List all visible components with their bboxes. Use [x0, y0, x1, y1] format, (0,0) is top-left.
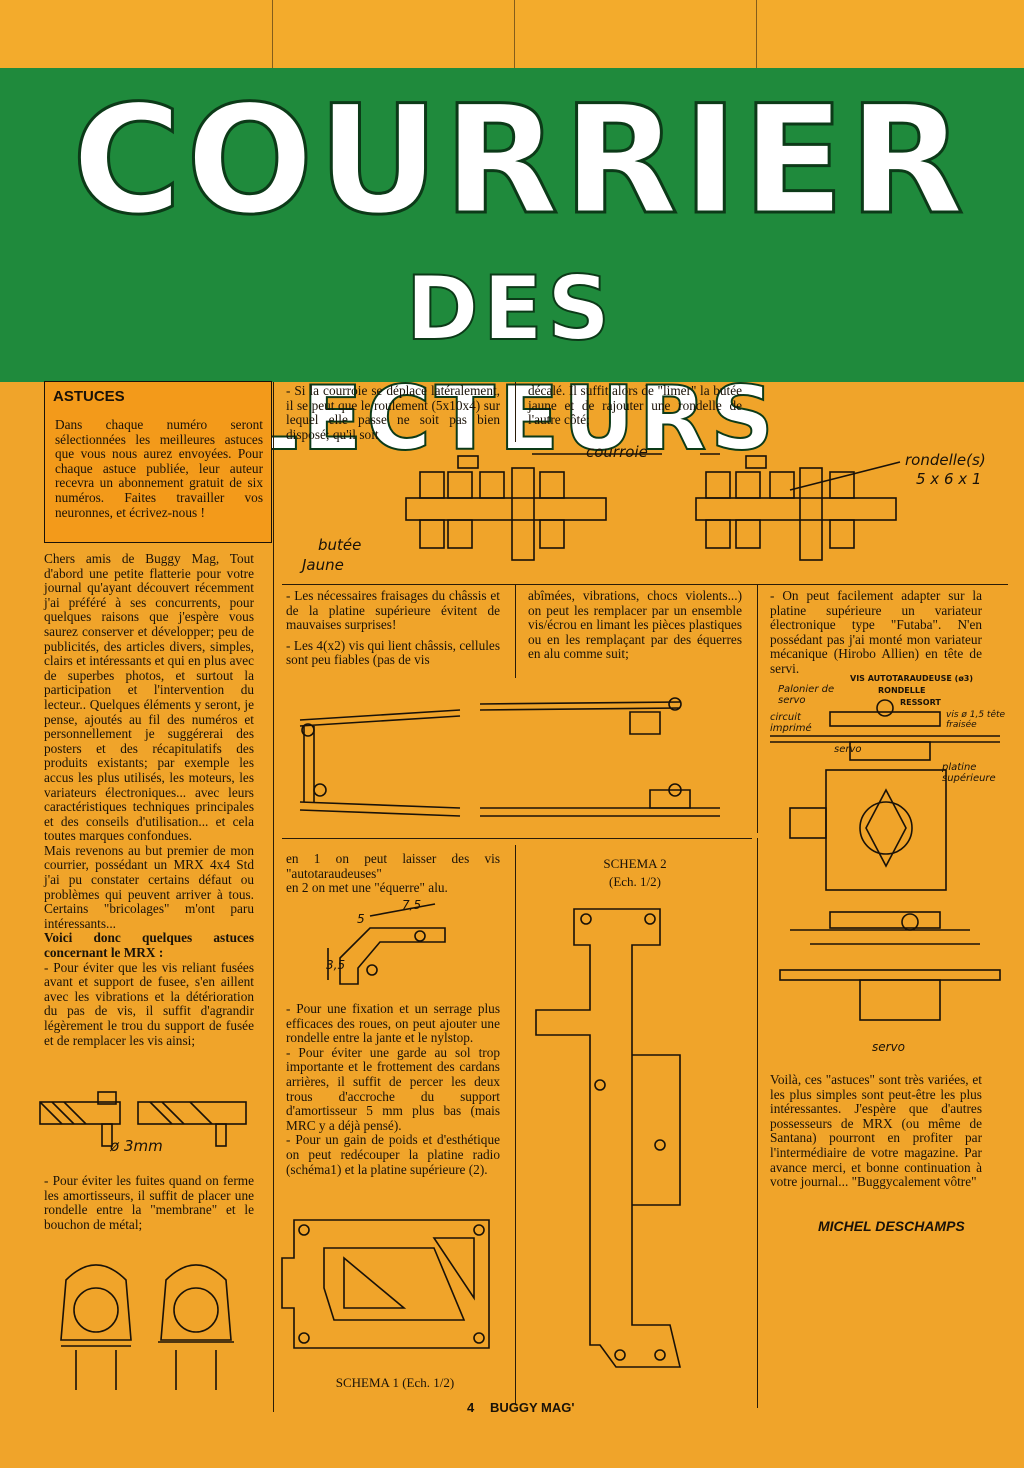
column-divider: [757, 838, 758, 1408]
dim-7-5: 7,5: [402, 898, 422, 912]
schema-1-drawing: [281, 1219, 490, 1349]
dim-3-5: 3,5: [326, 958, 346, 972]
column-divider: [515, 585, 516, 678]
bracket-drawing: [327, 903, 446, 985]
weight-tip: - Pour un gain de poids et d'esthétique …: [286, 1132, 500, 1177]
column-divider: [515, 382, 516, 442]
column-4-top: - On peut facilement adapter sur la plat…: [770, 588, 982, 677]
author-signature: MICHEL DESCHAMPS: [818, 1218, 965, 1234]
astuces-heading: ASTUCES: [53, 388, 125, 405]
screws-tip: - Les 4(x2) vis qui lient châssis, cellu…: [286, 637, 500, 668]
label-jaune: Jaune: [302, 556, 344, 574]
belt-tip-cont: décalé. Il suffit alors de "limer" la bu…: [528, 383, 742, 428]
speed-controller-tip: - On peut facilement adapter sur la plat…: [770, 588, 982, 676]
column-divider: [757, 585, 758, 833]
column-2-top: - Si la courroie se déplace latéralement…: [286, 383, 500, 442]
section-divider: [282, 584, 1008, 585]
column-1: Chers amis de Buggy Mag, Tout d'abord un…: [44, 551, 254, 1048]
column-4-bottom: Voilà, ces "astuces" sont très variées, …: [770, 1072, 982, 1190]
label-butee: butée: [318, 536, 362, 554]
column-guide: [272, 0, 273, 68]
tip-1: - Pour éviter que les vis reliant fusées…: [44, 959, 254, 1048]
schema-1-label: SCHEMA 1 (Ech. 1/2): [335, 1375, 455, 1390]
closing-text: Voilà, ces "astuces" sont très variées, …: [770, 1072, 982, 1190]
chassis-screws-drawing: [299, 697, 720, 817]
letter-intro: Chers amis de Buggy Mag, Tout d'abord un…: [44, 551, 254, 844]
label-rondelle: rondelle(s): [905, 451, 986, 469]
title-banner: [0, 68, 1024, 382]
letter-para2: Mais revenons au but premier de mon cour…: [44, 842, 254, 931]
label-ressort: RESSORT: [900, 698, 941, 707]
column-guide: [756, 0, 757, 68]
dim-5: 5: [357, 912, 365, 926]
label-courroie: courroie: [586, 443, 648, 461]
label-washer-size: 5 x 6 x 1: [916, 470, 982, 488]
shock-absorber-drawing: [60, 1264, 234, 1390]
letter-para3: Voici donc quelques astuces concernant l…: [44, 930, 254, 961]
column-3-top: décalé. Il suffit alors de "limer" la bu…: [528, 383, 742, 428]
milling-tip: - Les nécessaires fraisages du châssis e…: [286, 588, 500, 633]
column-2-tips: - Pour une fixation et un serrage plus e…: [286, 1001, 500, 1177]
label-platine: platine supérieure: [942, 762, 996, 784]
top-margin: [0, 0, 1024, 68]
label-vis: VIS AUTOTARAUDEUSE (ø3): [850, 674, 974, 683]
astuces-text: Dans chaque numéro seront sélectionnées …: [55, 417, 263, 520]
label-circuit: circuit imprimé: [770, 712, 812, 734]
label-rondelle-2: RONDELLE: [878, 686, 926, 695]
tip-2-block: - Pour éviter les fuites quand on ferme …: [44, 1173, 254, 1232]
schema-2-scale: (Ech. 1/2): [609, 874, 661, 889]
tip-2: - Pour éviter les fuites quand on ferme …: [44, 1173, 254, 1232]
page-number: 4: [467, 1400, 475, 1415]
page-title: COURRIER: [70, 74, 969, 248]
column-3-mid: abîmées, vibrations, chocs violents...) …: [528, 588, 742, 662]
drill-size-label: ø 3mm: [110, 1137, 163, 1155]
label-servo: servo: [834, 744, 862, 755]
section-divider: [282, 838, 752, 839]
schema-2-label: SCHEMA 2: [603, 856, 667, 871]
magazine-name: BUGGY MAG': [490, 1400, 575, 1415]
wheel-tip: - Pour une fixation et un serrage plus e…: [286, 1001, 500, 1046]
column-divider: [273, 382, 274, 1412]
schema-2-drawing: [535, 908, 682, 1368]
column-divider: [515, 845, 516, 1405]
belt-tip: - Si la courroie se déplace latéralement…: [286, 383, 500, 442]
label-vis-tete: vis ø 1,5 tête fraisée: [946, 710, 1006, 730]
screws-option-1: en 1 on peut laisser des vis "autotaraud…: [286, 851, 500, 881]
ground-tip: - Pour éviter une garde au sol trop impo…: [286, 1044, 500, 1133]
label-servo-2: servo: [872, 1040, 906, 1054]
servo-mount-drawing: [770, 699, 1001, 1021]
screw-drawing: [39, 1091, 247, 1147]
belt-bearing-drawing: [405, 453, 901, 561]
column-2-low: en 1 on peut laisser des vis "autotaraud…: [286, 851, 500, 896]
screws-option-2: en 2 on met une "équerre" alu.: [286, 880, 448, 896]
label-palonier: Palonier de servo: [778, 684, 835, 706]
page-subtitle: DES LECTEURS: [241, 256, 778, 471]
column-2-mid: - Les nécessaires fraisages du châssis e…: [286, 588, 500, 668]
astuces-box: ASTUCES Dans chaque numéro seront sélect…: [44, 381, 272, 543]
column-guide: [514, 0, 515, 68]
screws-tip-cont: abîmées, vibrations, chocs violents...) …: [528, 588, 742, 662]
